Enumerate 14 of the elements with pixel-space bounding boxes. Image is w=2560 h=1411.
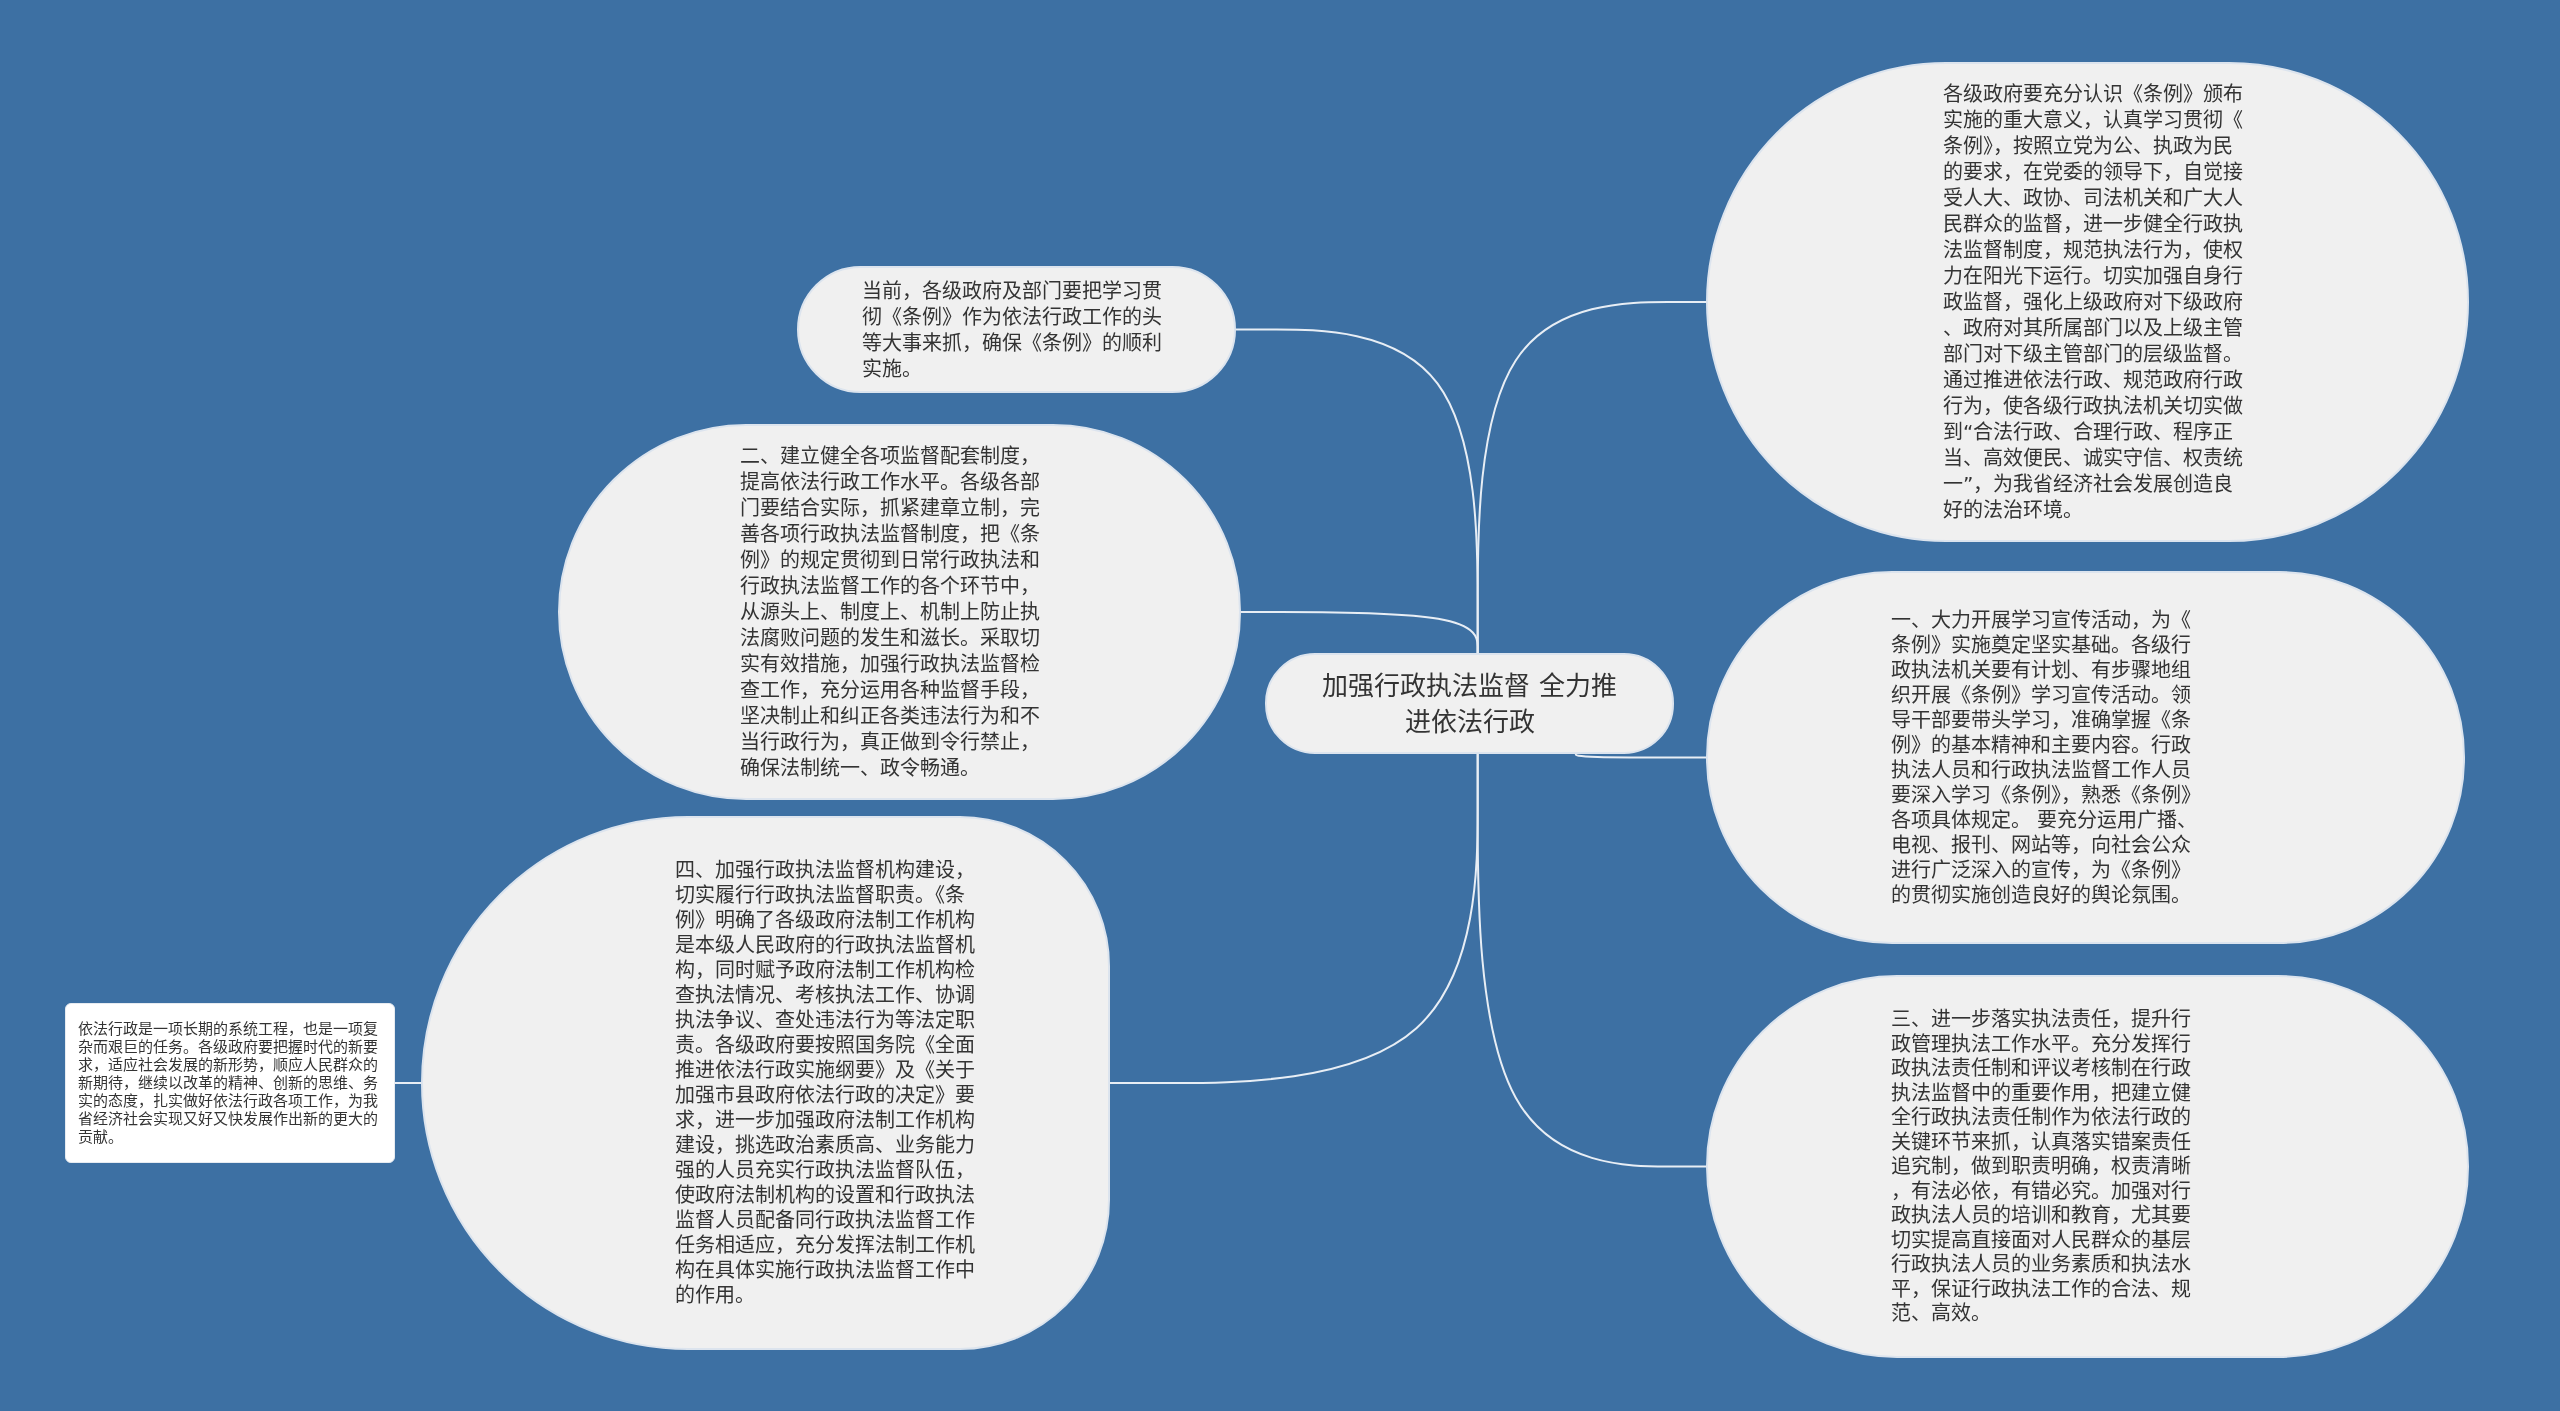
topic-text: 四、加强行政执法监督机构建设，切实履行行政执法监督职责。《条例》明确了各级政府法制工作机构是本级人民政府的行政执法监督机构，同时赋予政府法制工作机构检查执法情况、考核执法工作、协调执法争议、查处违法行为等法定职责。各级政府要按照国务院《全面推进依法行政实施纲要》及《关于加强市县政府依法行政的决定》要求，进一步加强政府法制工作机构建设，挑选政治素质高、业务能力强的人员充实行政执法监督队伍，使政府法制机构的设置和行政执法监督人员配备同行政执法监督工作任务相适应，充分发挥法制工作机构在具体实施行政执法监督工作中的作用。 bbox=[675, 858, 976, 1308]
connector-line bbox=[394, 1082, 422, 1084]
note-text: 依法行政是一项长期的系统工程，也是一项复杂而艰巨的任务。各级政府要把握时代的新要求，适应社会发展的新形势，顺应人民群众的新期待，继续以改革的精神、创新的思维、务实的态度，扎实做好依法行政各项工作，为我省经济社会实现又好又快发展作出新的更大的贡献。 bbox=[78, 1020, 379, 1146]
connector-line bbox=[1574, 753, 1707, 759]
topic-text: 当前，各级政府及部门要把学习贯彻《条例》作为依法行政工作的头等大事来抓，确保《条例》的顺利实施。 bbox=[862, 277, 1163, 382]
topic-text: 三、进一步落实执法责任，提升行政管理执法工作水平。充分发挥行政执法责任制和评议考核制在行政执法监督中的重要作用，把建立健全行政执法责任制作为依法行政的关键环节来抓，认真落实错案责任追究制，做到职责明确，权责清晰，有法必依，有错必究。加强对行政执法人员的培训和教育，尤其要切实提高直接面对人民群众的基层行政执法人员的业务素质和执法水平，保证行政执法工作的合法、规范、高效。 bbox=[1891, 1007, 2192, 1326]
topic-text: 加强行政执法监督 全力推进依法行政 bbox=[1321, 669, 1618, 739]
connector-line bbox=[1476, 301, 1707, 654]
connector-line bbox=[1476, 753, 1707, 1168]
topic-bubble bbox=[421, 816, 1110, 1350]
note-card bbox=[65, 1003, 395, 1163]
topic-text: 一、大力开展学习宣传活动，为《条例》实施奠定坚实基础。各级行政执法机关要有计划、有步骤地组织开展《条例》学习宣传活动。领导干部要带头学习，准确掌握《条例》的基本精神和主要内容。行政执法人员和行政执法监督工作人员要深入学习《条例》，熟悉《条例》各项具体规定。 要充分运用广播、电视、报刊、网站等，向社会公众进行广泛深入的宣传，为《条例》的贯彻实施创造良好的舆论氛围。 bbox=[1891, 607, 2199, 908]
topic-text: 各级政府要充分认识《条例》颁布实施的重大意义，认真学习贯彻《条例》，按照立党为公、执政为民的要求，在党委的领导下，自觉接受人大、政协、司法机关和广大人民群众的监督，进一步健全行政执法监督制度，规范执法行为，使权力在阳光下运行。切实加强自身行政监督，强化上级政府对下级政府、政府对其所属部门以及上级主管部门对下级主管部门的层级监督。通过推进依法行政、规范政府行政行为，使各级行政执法机关切实做到“合法行政、合理行政、程序正当、高效便民、诚实守信、权责统一”，为我省经济社会发展创造良好的法治环境。 bbox=[1943, 81, 2244, 523]
topic-text: 二、建立健全各项监督配套制度，提高依法行政工作水平。各级各部门要结合实际，抓紧建章立制，完善各项行政执法监督制度，把《条例》的规定贯彻到日常行政执法和行政执法监督工作的各个环节中，从源头上、制度上、机制上防止执法腐败问题的发生和滋长。采取切实有效措施，加强行政执法监督检查工作，充分运用各种监督手段，坚决制止和纠正各类违法行为和不当行政行为，真正做到令行禁止，确保法制统一、政令畅通。 bbox=[740, 443, 1041, 781]
